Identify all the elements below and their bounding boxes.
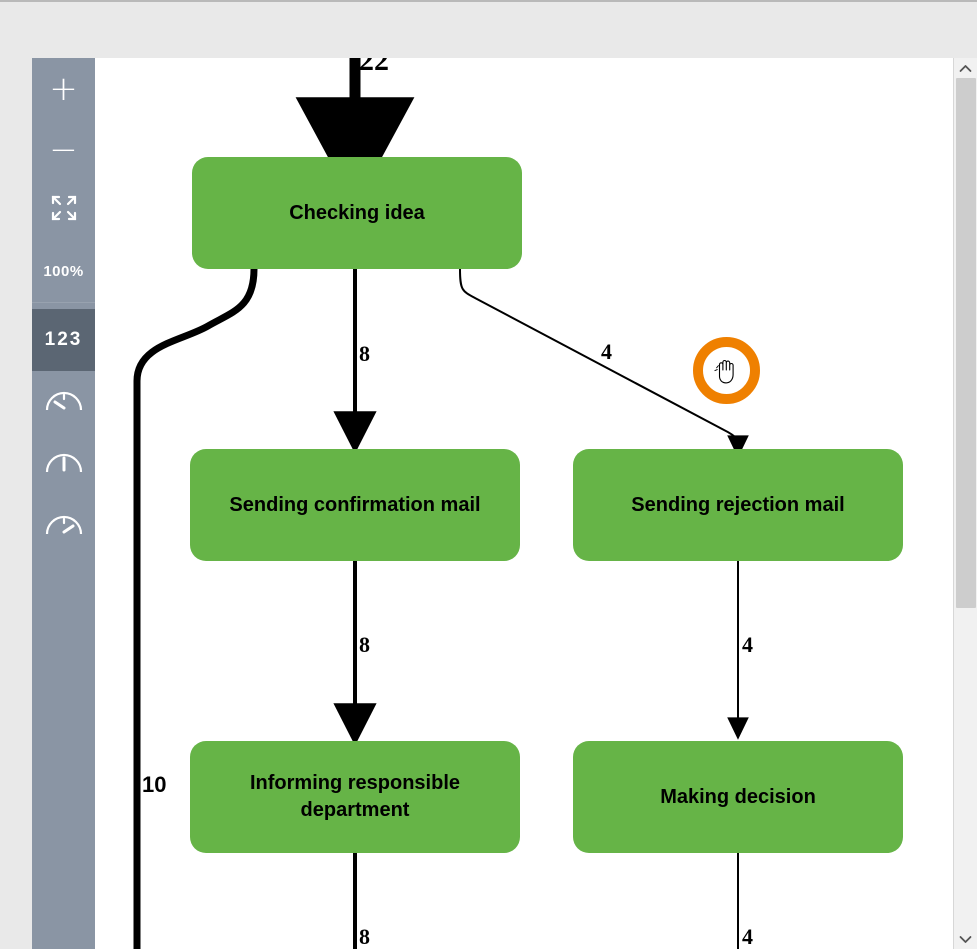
zoom-out-button[interactable]: −: [32, 119, 95, 180]
rail-divider: [32, 302, 95, 303]
zoom-percent-label: 100%: [43, 263, 84, 280]
diagram-svg: [133, 58, 903, 949]
diagram-viewport[interactable]: Checking idea Sending confirmation mail …: [32, 58, 977, 949]
node-making-decision[interactable]: [573, 741, 903, 853]
scroll-down-button[interactable]: [954, 929, 977, 949]
edge-checking-to-rej: [459, 268, 749, 458]
fit-to-screen-button[interactable]: [32, 180, 95, 241]
left-chrome-strip: [0, 58, 32, 949]
node-sending-confirmation-mail[interactable]: [190, 449, 520, 561]
diagram-canvas[interactable]: Checking idea Sending confirmation mail …: [32, 58, 953, 949]
zoom-in-button[interactable]: +: [32, 58, 95, 119]
edge-checking-loop: [133, 268, 258, 949]
scrollbar-thumb[interactable]: [956, 78, 976, 608]
top-chrome-strip: [0, 0, 977, 58]
chevron-up-icon: [959, 64, 972, 72]
node-informing-responsible-department[interactable]: [190, 741, 520, 853]
expand-arrows-icon: [49, 193, 79, 228]
speed-medium-button[interactable]: [32, 433, 95, 495]
node-sending-rejection-mail[interactable]: [573, 449, 903, 561]
chevron-down-icon: [959, 935, 972, 943]
gauge-center-icon: [44, 448, 84, 481]
gauge-left-icon: [44, 386, 84, 419]
plus-icon: +: [49, 68, 78, 109]
scroll-up-button[interactable]: [954, 58, 977, 78]
zoom-tool-rail[interactable]: + − 100%: [32, 58, 95, 949]
zoom-level-display[interactable]: 100%: [32, 241, 95, 302]
numbers-icon: 123: [44, 329, 83, 350]
gauge-right-icon: [44, 510, 84, 543]
node-checking-idea[interactable]: [192, 157, 522, 269]
vertical-scrollbar[interactable]: [953, 58, 977, 949]
speed-slow-button[interactable]: [32, 371, 95, 433]
minus-icon: −: [49, 129, 78, 170]
click-indicator-ring: [693, 337, 760, 404]
grab-hand-cursor: [713, 356, 739, 386]
speed-fast-button[interactable]: [32, 495, 95, 557]
counts-mode-button[interactable]: 123: [32, 309, 95, 371]
